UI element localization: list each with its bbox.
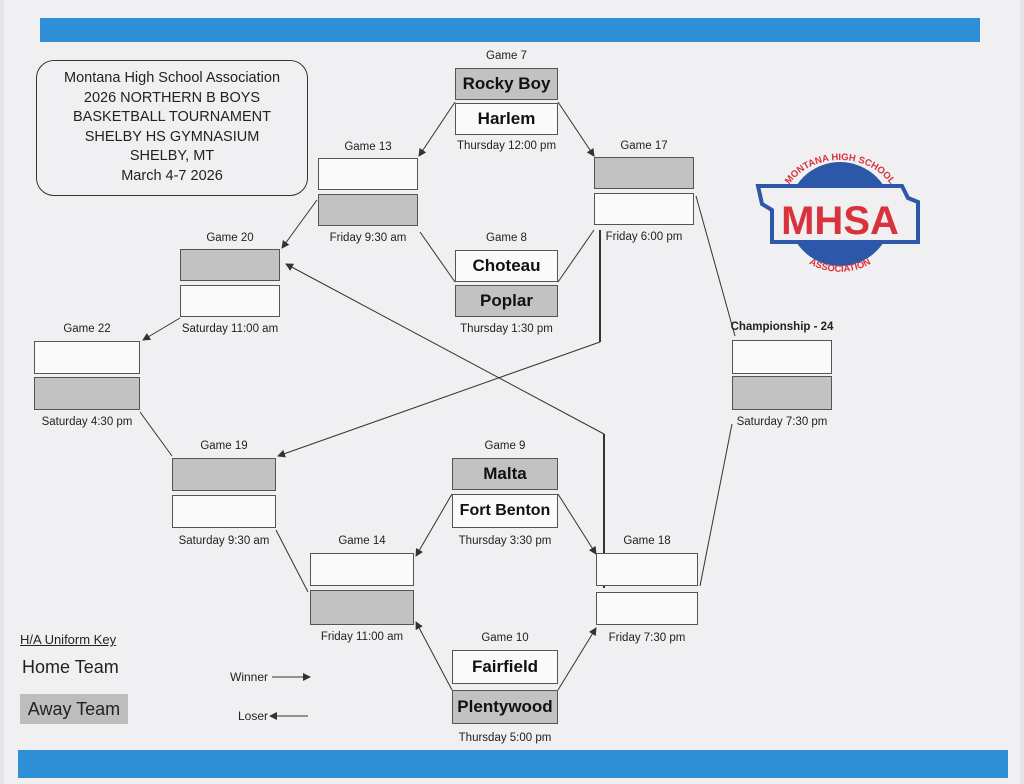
game13-away-slot (318, 194, 418, 226)
game22-away-slot (34, 377, 140, 410)
line-g18-g24 (699, 423, 733, 587)
game9-team-malta: Malta (452, 458, 558, 490)
line-g9-g18 (557, 493, 597, 555)
game18-home-slot (596, 553, 698, 586)
key-home-team: Home Team (22, 657, 119, 677)
game19-label: Game 19 (200, 440, 248, 452)
game19-time: Saturday 9:30 am (178, 535, 270, 547)
championship-away-slot (732, 376, 832, 410)
mhsa-logo: MHSA MONTANA HIGH SCHOOL ASSOCIATION (755, 152, 920, 275)
game20-away-slot (180, 249, 280, 281)
title-line-5: SHELBY, MT (129, 148, 215, 164)
loser-legend-label: Loser (238, 709, 269, 723)
game9-label: Game 9 (484, 440, 526, 452)
title-line-3: BASKETBALL TOURNAMENT (73, 109, 271, 125)
line-g17-g24 (695, 195, 736, 337)
uniform-key-title: H/A Uniform Key (20, 632, 117, 647)
line-g8-g13 (419, 231, 456, 283)
title-line-6: March 4-7 2026 (121, 167, 223, 184)
line-g17-g19 (277, 341, 601, 458)
line-g19-g22 (139, 411, 173, 457)
game8-time: Thursday 1:30 pm (460, 323, 553, 335)
game20-home-slot (180, 285, 280, 317)
game17-time: Friday 6:00 pm (605, 231, 683, 243)
championship-time: Saturday 7:30 pm (736, 416, 828, 428)
championship-label: Championship - 24 (730, 321, 834, 333)
line-g7-g17 (557, 101, 595, 157)
game22-time: Saturday 4:30 pm (41, 416, 133, 428)
game7-team-rocky-boy: Rocky Boy (455, 68, 558, 100)
game9-team-fort-benton: Fort Benton (452, 494, 558, 528)
bottom-stripe (18, 750, 1008, 778)
game14-label: Game 14 (338, 535, 386, 547)
game14-home-slot (310, 553, 414, 586)
game17-home-slot (594, 193, 694, 225)
game10-team-fairfield: Fairfield (452, 650, 558, 684)
logo-montana-outline (755, 184, 920, 244)
tournament-title-box: Montana High School Association 2026 NOR… (36, 60, 308, 196)
title-line-2: 2026 NORTHERN B BOYS (83, 89, 261, 106)
game8-team-choteau: Choteau (455, 250, 558, 282)
game10-label: Game 10 (481, 632, 529, 644)
winner-legend-label: Winner (230, 670, 269, 684)
game7-time: Thursday 12:00 pm (456, 140, 557, 152)
title-line-1: Montana High School Association (63, 70, 281, 86)
game18-label: Game 18 (623, 535, 671, 547)
game13-label: Game 13 (344, 141, 392, 153)
game17-label: Game 17 (620, 140, 668, 152)
line-g9-g14 (415, 493, 453, 557)
line-g14-g19 (275, 529, 309, 593)
game13-time: Friday 9:30 am (329, 232, 407, 244)
line-g8-g17 (557, 229, 595, 283)
top-stripe (40, 18, 980, 42)
game14-away-slot (310, 590, 414, 625)
line-g10-g14 (415, 621, 453, 691)
game19-home-slot (172, 495, 276, 528)
line-g20-g22 (142, 317, 181, 341)
title-line-4: SHELBY HS GYMNASIUM (84, 128, 260, 145)
game7-team-harlem: Harlem (455, 103, 558, 135)
line-g13-g20 (281, 199, 318, 249)
key-away-team: Away Team (20, 694, 128, 724)
game18-time: Friday 7:30 pm (608, 632, 686, 644)
game20-time: Saturday 11:00 am (181, 323, 279, 335)
championship-home-slot (732, 340, 832, 374)
line-g18-g20 (285, 263, 605, 435)
game18-second-slot (596, 592, 698, 625)
game22-label: Game 22 (63, 323, 111, 335)
game17-away-slot (594, 157, 694, 189)
logo-main-text: MHSA (781, 199, 899, 243)
game10-team-plentywood: Plentywood (452, 690, 558, 724)
game22-home-slot (34, 341, 140, 374)
game10-time: Thursday 5:00 pm (458, 732, 552, 744)
game8-team-poplar: Poplar (455, 285, 558, 317)
game14-time: Friday 11:00 am (320, 631, 404, 643)
game7-label: Game 7 (486, 50, 527, 62)
game19-away-slot (172, 458, 276, 491)
game13-home-slot (318, 158, 418, 190)
game20-label: Game 20 (206, 232, 254, 244)
game9-time: Thursday 3:30 pm (458, 535, 552, 547)
line-g10-g18 (557, 627, 597, 691)
line-g7-g13 (418, 101, 456, 157)
game8-label: Game 8 (486, 232, 527, 244)
